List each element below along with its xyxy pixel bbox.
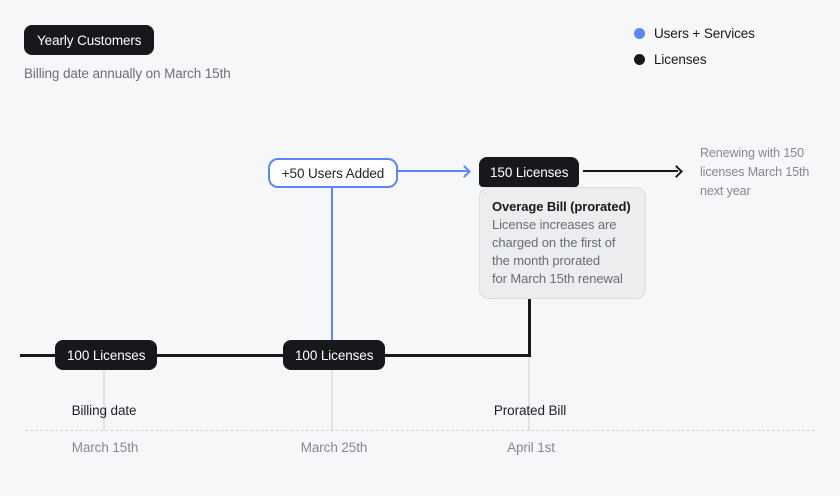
renewal-note-text: Renewing with 150 — [700, 146, 804, 160]
tick-april-1 — [528, 357, 530, 431]
legend-label: Licenses — [654, 52, 707, 67]
users-services-dot-icon — [634, 28, 645, 39]
licenses-100-badge-billing-date: 100 Licenses — [55, 340, 158, 370]
overage-bill-text: for March 15th renewal — [492, 271, 623, 286]
date-label-march-15: March 15th — [71, 440, 139, 455]
date-axis-line — [25, 430, 815, 431]
overage-bill-text: the month prorated — [492, 253, 601, 268]
overage-bill-title: Overage Bill (prorated) — [492, 199, 631, 214]
renewal-note-text: next year — [700, 184, 751, 198]
licenses-100-badge-march-25: 100 Licenses — [283, 340, 386, 370]
legend: Users + Services Licenses — [634, 26, 755, 67]
licenses-dot-icon — [634, 54, 645, 65]
overage-bill-note: Overage Bill (prorated) License increase… — [479, 187, 646, 299]
black-arrowhead-icon — [670, 165, 683, 178]
overage-bill-text: charged on the first of — [492, 235, 616, 250]
blue-arrowhead-icon — [458, 165, 471, 178]
users-added-connector-horizontal — [398, 170, 468, 172]
milestone-label-billing-date: Billing date — [71, 403, 137, 418]
tick-march-15 — [103, 370, 105, 431]
renewal-note-text: licenses March 15th — [700, 165, 810, 179]
page-subtitle: Billing date annually on March 15th — [24, 66, 231, 81]
overage-bill-text: License increases are — [492, 217, 617, 232]
legend-item-licenses: Licenses — [634, 52, 755, 67]
renewal-connector-horizontal — [583, 170, 678, 172]
licenses-150-badge: 150 Licenses — [479, 157, 580, 187]
users-added-connector-vertical — [331, 188, 333, 340]
legend-item-users-services: Users + Services — [634, 26, 755, 41]
date-label-april-1: April 1st — [507, 440, 555, 455]
date-label-march-25: March 25th — [300, 440, 368, 455]
tick-march-25 — [331, 370, 333, 431]
page-title-badge: Yearly Customers — [24, 25, 155, 55]
legend-label: Users + Services — [654, 26, 755, 41]
users-added-node: +50 Users Added — [268, 158, 398, 188]
milestone-label-prorated-bill: Prorated Bill — [493, 403, 567, 418]
renewal-note: Renewing with 150 licenses March 15th ne… — [700, 144, 809, 201]
timeline-line — [20, 354, 531, 357]
